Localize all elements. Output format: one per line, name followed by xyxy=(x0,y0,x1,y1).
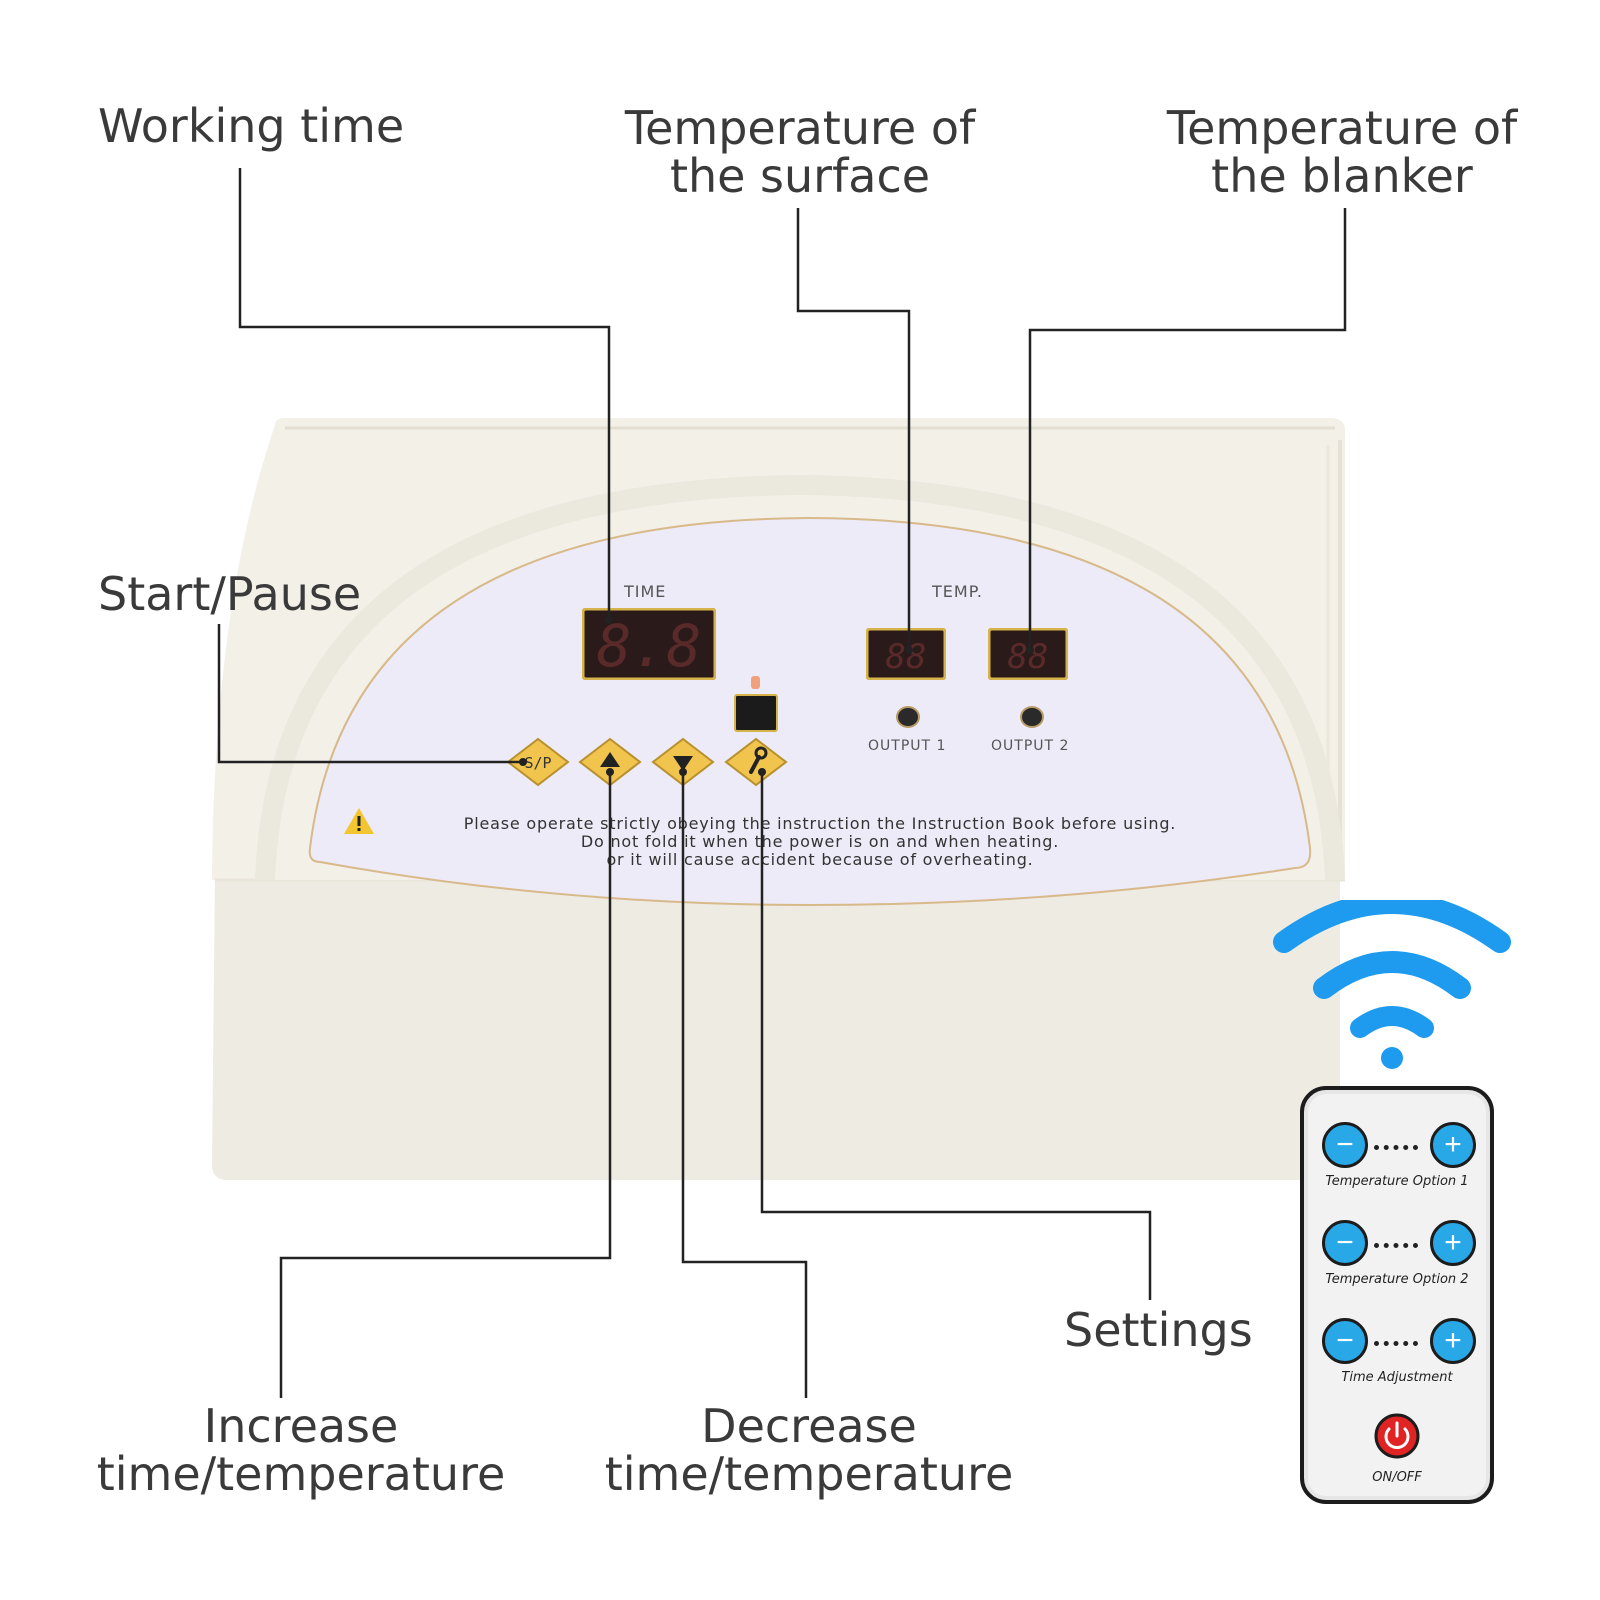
leader-start-pause xyxy=(217,624,523,764)
remote-control: − + Temperature Option 1 − + Temperature… xyxy=(1300,1086,1494,1504)
output2-port[interactable] xyxy=(1020,706,1044,728)
output1-label: OUTPUT 1 xyxy=(868,738,947,754)
leader-working-time xyxy=(238,168,611,618)
temp-option1-label: Temperature Option 1 xyxy=(1325,1174,1469,1189)
temp1-dots xyxy=(1374,1137,1418,1150)
settings-button[interactable] xyxy=(724,737,788,787)
callout-surface-temp-line2: the surface xyxy=(669,149,931,203)
warning-line-1: Please operate strictly obeying the inst… xyxy=(463,814,1177,833)
callout-decrease-line2: time/temperature xyxy=(604,1447,1014,1501)
temp-option2-label: Temperature Option 2 xyxy=(1325,1272,1469,1287)
indicator-led xyxy=(751,676,760,689)
on-off-label: ON/OFF xyxy=(1372,1470,1422,1485)
blanket-temp-digits: 88 xyxy=(1008,637,1049,677)
increase-button[interactable] xyxy=(578,737,642,787)
callout-working-time: Working time xyxy=(98,99,405,153)
temp2-minus-button[interactable]: − xyxy=(1322,1220,1368,1266)
time-dots xyxy=(1374,1333,1418,1346)
leader-increase xyxy=(279,770,612,1398)
ir-receiver xyxy=(734,694,778,732)
temp-label: TEMP. xyxy=(932,582,983,601)
time-plus-button[interactable]: + xyxy=(1430,1318,1476,1364)
temp1-plus-button[interactable]: + xyxy=(1430,1122,1476,1168)
leader-surface-temp xyxy=(796,208,911,648)
wrench-icon xyxy=(749,746,768,774)
output2-label: OUTPUT 2 xyxy=(991,738,1070,754)
warning-triangle-icon xyxy=(344,808,374,834)
time-adjustment-label: Time Adjustment xyxy=(1341,1370,1453,1385)
time-display: 8.8 xyxy=(582,608,716,680)
time-minus-button[interactable]: − xyxy=(1322,1318,1368,1364)
power-button[interactable] xyxy=(1373,1412,1421,1460)
warning-text: Please operate strictly obeying the inst… xyxy=(380,814,1260,878)
down-arrow-icon xyxy=(673,756,693,771)
temp2-dots xyxy=(1374,1235,1418,1248)
surface-temp-display: 88 xyxy=(866,628,946,680)
leader-decrease xyxy=(681,770,808,1398)
callout-increase: Increase time/temperature xyxy=(96,1402,506,1498)
callout-blanket-temp: Temperature of the blanker xyxy=(1152,104,1532,200)
decrease-button[interactable] xyxy=(651,737,715,787)
power-icon xyxy=(1384,1421,1410,1449)
surface-temp-digits: 88 xyxy=(886,637,927,677)
callout-blanket-temp-line2: the blanker xyxy=(1211,149,1473,203)
temp2-plus-button[interactable]: + xyxy=(1430,1220,1476,1266)
wifi-signal-icon xyxy=(1273,900,1511,1069)
blanket-temp-display: 88 xyxy=(988,628,1068,680)
callout-surface-temp-line1: Temperature of xyxy=(624,101,976,155)
callout-decrease-line1: Decrease xyxy=(701,1399,917,1453)
callout-start-pause: Start/Pause xyxy=(98,567,362,621)
callout-settings: Settings xyxy=(1064,1303,1253,1357)
start-pause-button[interactable]: S/P xyxy=(506,737,570,787)
warning-line-2: Do not fold it when the power is on and … xyxy=(580,832,1060,851)
up-arrow-icon xyxy=(600,752,620,767)
callout-increase-line1: Increase xyxy=(203,1399,399,1453)
leader-settings xyxy=(760,770,1152,1300)
temp1-minus-button[interactable]: − xyxy=(1322,1122,1368,1168)
callout-blanket-temp-line1: Temperature of xyxy=(1166,101,1518,155)
time-label: TIME xyxy=(624,582,667,601)
callout-increase-line2: time/temperature xyxy=(96,1447,506,1501)
time-display-digits: 8.8 xyxy=(597,612,702,680)
start-pause-label: S/P xyxy=(524,754,551,772)
output1-port[interactable] xyxy=(896,706,920,728)
leader-blanket-temp xyxy=(1028,208,1347,648)
callout-surface-temp: Temperature of the surface xyxy=(610,104,990,200)
warning-line-3: or it will cause accident because of ove… xyxy=(606,850,1034,869)
callout-decrease: Decrease time/temperature xyxy=(604,1402,1014,1498)
